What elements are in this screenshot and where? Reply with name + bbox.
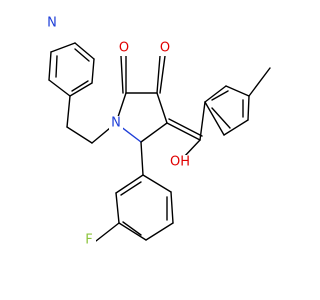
hydroxyl-label: OH <box>170 155 190 170</box>
molecule-structure: O O OH N N F <box>45 15 271 248</box>
pyridinylmethyl-group <box>48 42 117 144</box>
ring-nitrogen-label: N <box>111 116 121 131</box>
fluorophenyl-ring <box>95 141 174 242</box>
pyridine-nitrogen-label: N <box>47 16 57 31</box>
tolyl-ring <box>199 67 271 141</box>
oxygen-ketone-label: O <box>119 41 129 56</box>
pyrrolidinedione-ring <box>115 92 168 143</box>
carbonyl-bonds <box>120 55 166 94</box>
oxygen-carbonyl-label: O <box>160 41 170 56</box>
atom-labels: O O OH N N F <box>45 15 190 248</box>
fluorine-label: F <box>85 233 92 248</box>
enol-group <box>166 118 203 159</box>
